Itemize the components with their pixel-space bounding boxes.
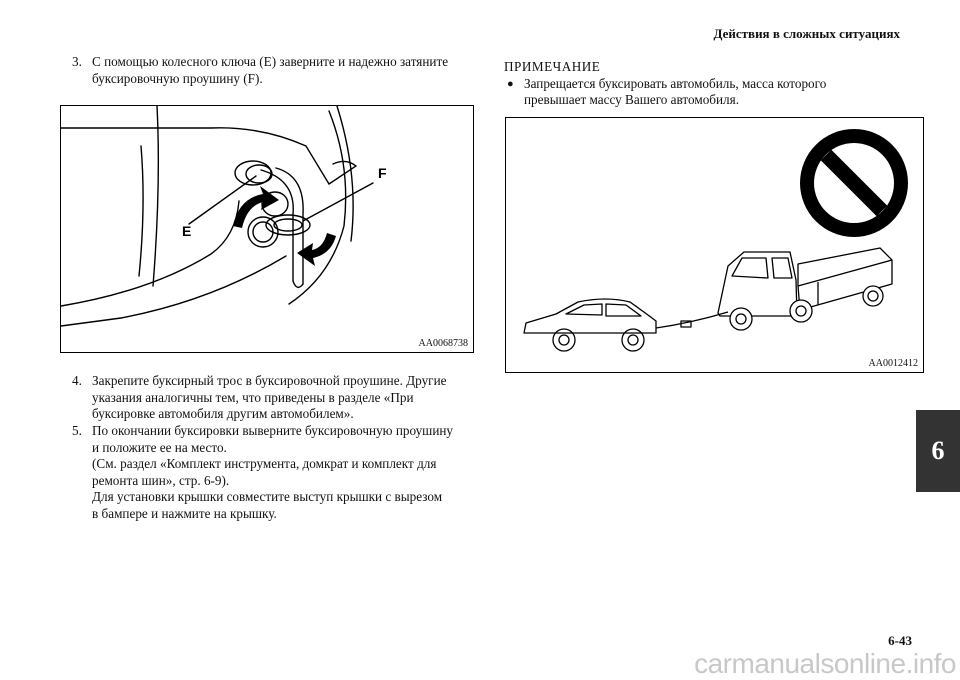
figure-tow-hook: E F AA0068738: [60, 105, 474, 353]
step-line: буксировке автомобиля другим автомобилем…: [92, 406, 354, 421]
step-line: в бампере и нажмите на крышку.: [92, 505, 277, 521]
page-number: 6-43: [888, 633, 912, 648]
tow-hook-illustration: E F: [60, 105, 387, 327]
section-header: Действия в сложных ситуациях: [713, 26, 900, 41]
step-line: и положите ее на место.: [92, 439, 227, 455]
chapter-tab: 6: [916, 410, 960, 492]
step-number: 4.: [72, 373, 82, 388]
step-line: По окончании буксировки выверните буксир…: [92, 423, 454, 438]
step-line: С помощью колесного ключа (E) заверните …: [92, 54, 449, 69]
step-3: 3. С помощью колесного ключа (E) заверни…: [72, 54, 482, 87]
figure-code: AA0068738: [418, 338, 468, 349]
step-line: ремонта шин», стр. 6-9).: [92, 472, 230, 488]
step-5: 5. По окончании буксировки выверните бук…: [72, 423, 482, 522]
watermark: carmanualsonline.info: [694, 648, 956, 679]
label-f: F: [378, 165, 387, 181]
step-line: Закрепите буксирный трос в буксировочной…: [92, 373, 447, 388]
step-line: буксировочную проушину (F).: [92, 70, 263, 86]
prohibited-towing-illustration: [523, 129, 908, 352]
step-line: Для установки крышки совместите выступ к…: [92, 489, 443, 504]
figure-prohibited-towing: AA0012412: [505, 117, 924, 373]
step-number: 3.: [72, 54, 82, 69]
figure-code: AA0012412: [868, 358, 918, 369]
step-line: указания аналогичны тем, что приведены в…: [92, 389, 414, 405]
label-e: E: [182, 223, 191, 239]
note-line: превышает массу Вашего автомобиля.: [524, 92, 740, 107]
bullet-icon: ●: [507, 77, 514, 90]
note-title: ПРИМЕЧАНИЕ: [504, 59, 601, 74]
note-block: ПРИМЕЧАНИЕ ● Запрещается буксировать авт…: [504, 59, 884, 109]
note-line: Запрещается буксировать автомобиль, масс…: [524, 75, 827, 91]
step-line: (См. раздел «Комплект инструмента, домкр…: [92, 456, 437, 471]
step-4: 4. Закрепите буксирный трос в буксировоч…: [72, 373, 482, 423]
step-number: 5.: [72, 423, 82, 438]
